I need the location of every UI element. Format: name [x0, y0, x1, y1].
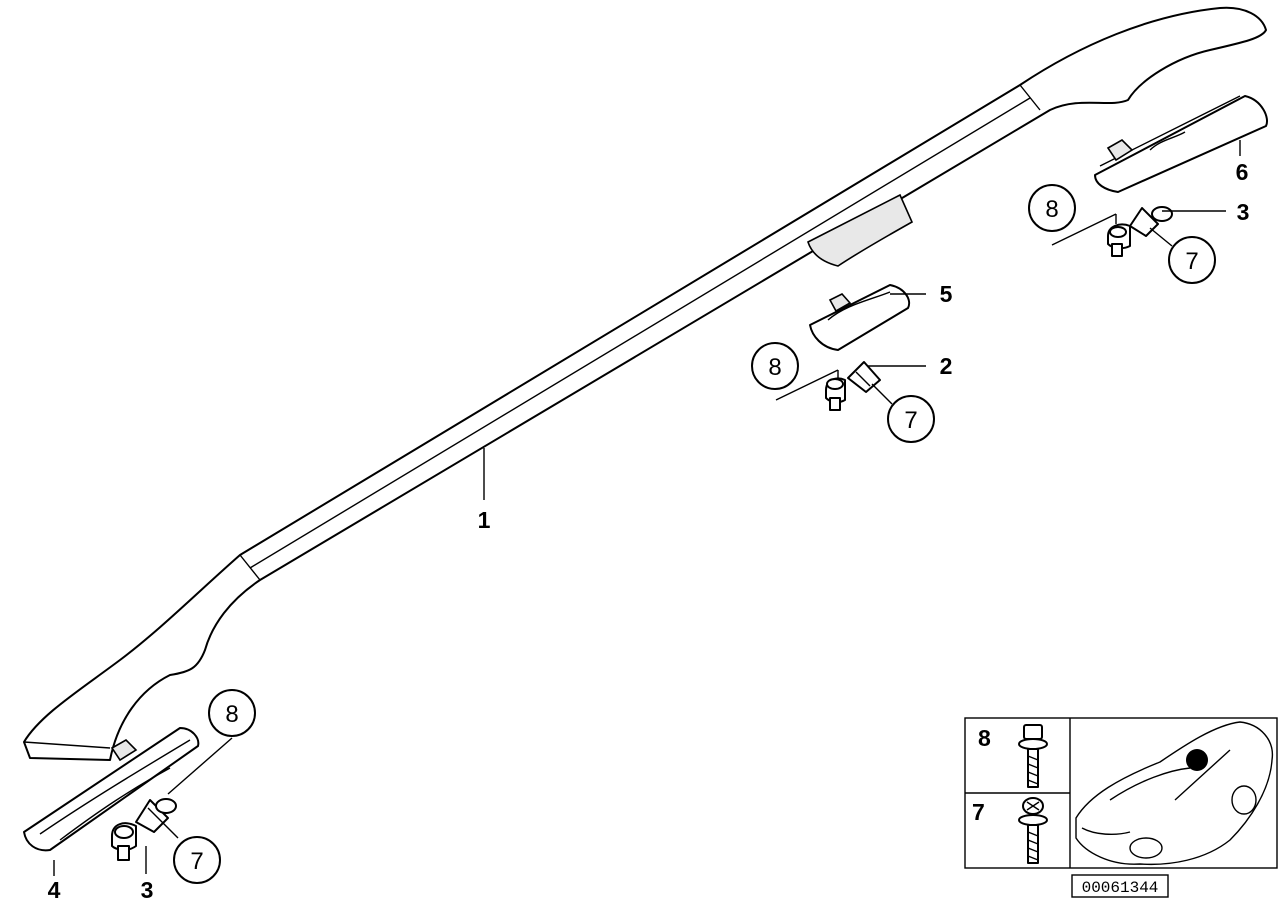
callout-7-rear-text: 7 [1185, 248, 1198, 275]
fastener-legend: 8 7 [964, 717, 1278, 869]
rear-cover [1094, 95, 1268, 193]
label-middle-cover: 5 [940, 281, 953, 307]
reference-number: 00061344 [1082, 879, 1159, 897]
callout-7-rear: 7 [1168, 236, 1216, 284]
front-bracket [111, 798, 177, 861]
callout-7-front: 7 [173, 836, 221, 884]
callout-8-middle-text: 8 [768, 354, 781, 381]
middle-bracket [825, 361, 881, 411]
callout-8-rear: 8 [1028, 184, 1076, 232]
bolt-8-icon [1018, 724, 1048, 788]
middle-cover [809, 284, 910, 351]
label-rear-cover: 6 [1236, 159, 1249, 185]
rear-bracket [1107, 206, 1173, 257]
car-locator-icon [1075, 721, 1274, 866]
reference-box: 00061344 [1071, 874, 1169, 898]
label-middle-bracket: 2 [940, 353, 953, 379]
callout-8-rear-text: 8 [1045, 196, 1058, 223]
label-front-bracket: 3 [141, 877, 154, 903]
front-cover [23, 727, 200, 852]
label-rear-bracket: 3 [1237, 199, 1250, 225]
callout-7-middle-text: 7 [904, 407, 917, 434]
screw-7-icon [1018, 797, 1048, 864]
roof-rail [23, 6, 1267, 761]
callout-7-front-text: 7 [190, 848, 203, 875]
label-rail: 1 [478, 507, 491, 533]
callout-8-middle: 8 [751, 342, 799, 390]
leader-lines [53, 140, 1241, 876]
legend-label-8: 8 [978, 725, 991, 751]
legend-label-7: 7 [972, 799, 985, 825]
callout-8-front-text: 8 [225, 701, 238, 728]
label-front-cover: 4 [48, 877, 61, 903]
callout-8-front: 8 [208, 689, 256, 737]
callout-7-middle: 7 [887, 395, 935, 443]
